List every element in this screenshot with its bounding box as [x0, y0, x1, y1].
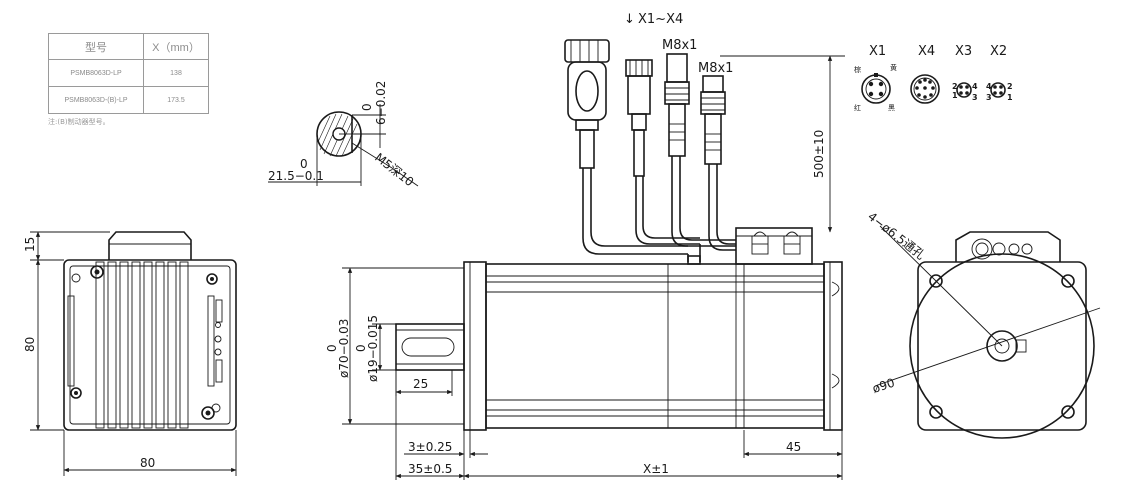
- shaft-diameter-tol: ø19−0.015: [366, 315, 380, 382]
- shaft-tol-top: 0: [354, 344, 368, 352]
- spec-header-model: 型号: [48, 33, 144, 60]
- x3-pin-1: 1: [952, 91, 958, 100]
- pinout-title-x4: X4: [918, 44, 935, 59]
- pinout-x1: [861, 73, 891, 104]
- x2-pin-1: 1: [1007, 93, 1013, 102]
- pin-mark-black: 黑: [888, 104, 895, 112]
- x3-pin-3: 3: [972, 93, 978, 102]
- pin-mark-red: 红: [854, 103, 861, 112]
- spec-row-x: 173.5: [143, 86, 209, 114]
- spec-table-row: PSMB8063D-(B)-LP 173.5: [48, 86, 209, 114]
- shaft-key-tol-top: 0: [360, 103, 374, 111]
- spec-table: 型号 X（mm） PSMB8063D-LP 138 PSMB8063D-(B)-…: [48, 33, 209, 114]
- shaft-key-tol: 6−0.02: [374, 81, 388, 125]
- pin-mark-yellow: 黄: [890, 63, 897, 72]
- shaft-section-view: [268, 104, 419, 187]
- pinout-x2: [990, 82, 1006, 98]
- cable-group-arrow: ↓: [624, 12, 635, 27]
- pinout-title-x3: X3: [955, 44, 972, 59]
- pinout-title-x2: X2: [990, 44, 1007, 59]
- rear-length-label: 45: [786, 440, 801, 454]
- flange-tol-top: 0: [325, 344, 339, 352]
- pinout-x3: [956, 82, 972, 98]
- x2-pin-4: 4: [986, 82, 992, 91]
- rear-dim-top: 15: [23, 237, 37, 252]
- shaft-thread-label: M5深10: [372, 150, 416, 189]
- mount-holes-label: 4−ø6.5通孔: [865, 209, 927, 262]
- x2-pin-2: 2: [1007, 82, 1013, 91]
- spec-header-x: X（mm）: [143, 33, 209, 60]
- motor-front-view: [874, 225, 1101, 439]
- connector-x1: [564, 39, 610, 169]
- shaft-base-tol: 21.5−0.1: [268, 169, 324, 183]
- pilot-depth-label: 3±0.25: [408, 440, 452, 454]
- body-length-label: X±1: [643, 462, 669, 476]
- pinout-x4: [910, 74, 940, 104]
- connector-x4: [625, 59, 653, 177]
- shaft-length-label: 25: [413, 377, 428, 391]
- rear-end-view: [63, 231, 237, 431]
- plug-a-label: M8x1: [662, 38, 697, 53]
- shaft-total-label: 35±0.5: [408, 462, 452, 476]
- cable-length-label: 500±10: [812, 130, 826, 178]
- rear-dim-width: 80: [140, 456, 155, 470]
- rear-dim-height: 80: [23, 337, 37, 352]
- x3-pin-4: 4: [972, 82, 978, 91]
- cable-group-label: X1~X4: [638, 12, 683, 27]
- x2-pin-3: 3: [986, 93, 992, 102]
- x3-pin-2: 2: [952, 82, 958, 91]
- pin-mark-brown: 棕: [854, 65, 861, 74]
- spec-note: 注:(B)制动器型号。: [48, 118, 110, 126]
- connector-x3: [664, 53, 690, 157]
- motor-side-view: [395, 227, 843, 431]
- pcd-label: ø90: [871, 376, 897, 396]
- shaft-base-tol-top: 0: [300, 157, 308, 171]
- pinout-title-x1: X1: [869, 44, 886, 59]
- flange-diameter-tol: ø70−0.03: [337, 319, 351, 378]
- spec-table-header: 型号 X（mm）: [48, 33, 209, 60]
- plug-b-label: M8x1: [698, 61, 733, 76]
- cable-bundle: [582, 156, 736, 262]
- connector-x2: [700, 75, 726, 165]
